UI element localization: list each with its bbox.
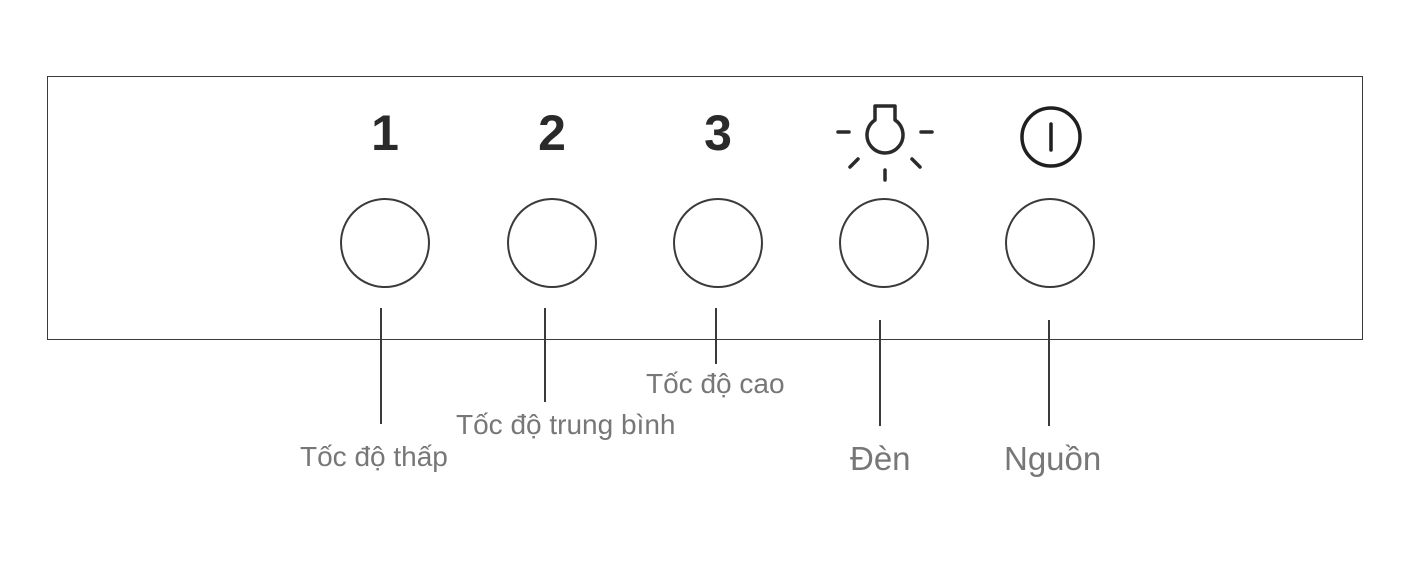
speed-3-leader-line (715, 308, 717, 364)
power-label: Nguồn (1004, 440, 1102, 477)
speed-1-label: Tốc độ thấp (300, 441, 448, 472)
power-leader-line (1048, 320, 1050, 426)
speed-2-number: 2 (538, 105, 566, 161)
speed-2-button[interactable] (507, 198, 597, 288)
speed-1-number: 1 (371, 105, 399, 161)
speed-2-label: Tốc độ trung bình (456, 409, 676, 440)
control-panel (47, 76, 1363, 340)
power-icon (1020, 106, 1082, 168)
speed-3-number: 3 (704, 105, 732, 161)
light-label: Đèn (850, 440, 911, 477)
speed-2-leader-line (544, 308, 546, 402)
light-leader-line (879, 320, 881, 426)
light-button[interactable] (839, 198, 929, 288)
speed-1-button[interactable] (340, 198, 430, 288)
speed-3-button[interactable] (673, 198, 763, 288)
power-button[interactable] (1005, 198, 1095, 288)
light-icon (836, 104, 934, 182)
speed-3-label: Tốc độ cao (646, 368, 785, 399)
speed-1-leader-line (380, 308, 382, 424)
